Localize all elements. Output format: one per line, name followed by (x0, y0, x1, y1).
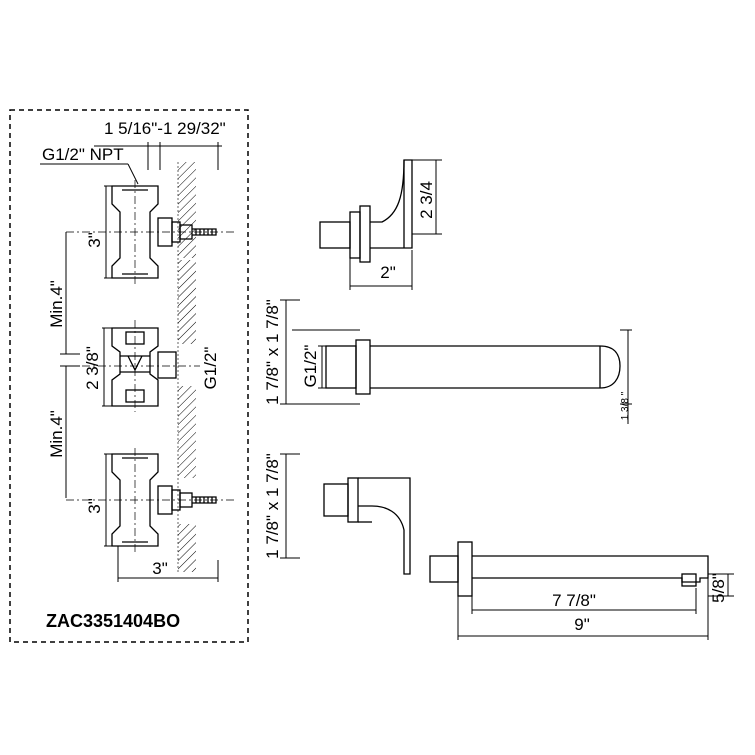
middle-height-label: 2 3/8" (83, 346, 102, 390)
side-height-label: 5/8" (709, 573, 728, 603)
spout-side-dimensions (457, 573, 734, 640)
middle-thread-label: G1/2" (201, 347, 220, 390)
spout-side-view (429, 541, 709, 597)
lower-height-label: 3" (85, 498, 104, 514)
lower-width-label: 3" (152, 559, 168, 578)
min-lower-label: Min.4" (47, 410, 66, 458)
side-inner-label: 7 7/8" (552, 591, 596, 610)
valve-group-border (9, 109, 249, 643)
handle-side-view (319, 159, 413, 263)
middle-height-dimension (102, 327, 116, 407)
model-number: ZAC3351404BO (46, 611, 180, 631)
lower-width-dimension (117, 546, 219, 582)
upper-height-label: 3" (85, 232, 104, 248)
handle-width-dimension (349, 250, 413, 290)
handle-height-dimension (410, 159, 442, 235)
handle-front-view (323, 477, 411, 575)
spout-small-label: 1 3/8 " (620, 391, 631, 420)
spout-front-view (325, 339, 621, 395)
spout-thread-label: G1/2" (301, 345, 320, 388)
side-total-label: 9" (574, 615, 590, 634)
wall-section (177, 162, 196, 572)
lower-height-dimension (104, 453, 116, 547)
spout-plate-dimension (280, 299, 632, 424)
upper-height-dimension (104, 185, 116, 279)
handle-width-label: 2" (380, 263, 396, 282)
npt-label: G1/2" NPT (42, 145, 124, 164)
spout-plate-label: 1 7/8" x 1 7/8" (263, 299, 282, 405)
min-upper-label: Min.4" (47, 280, 66, 328)
handle-plate-dimension (280, 453, 300, 559)
middle-diverter (111, 327, 177, 407)
handle-plate-label: 1 7/8" x 1 7/8" (263, 453, 282, 559)
top-depth-label: 1 5/16"-1 29/32" (104, 119, 226, 138)
top-depth-dimension (94, 142, 222, 170)
handle-height-label: 2 3/4 (417, 181, 436, 219)
